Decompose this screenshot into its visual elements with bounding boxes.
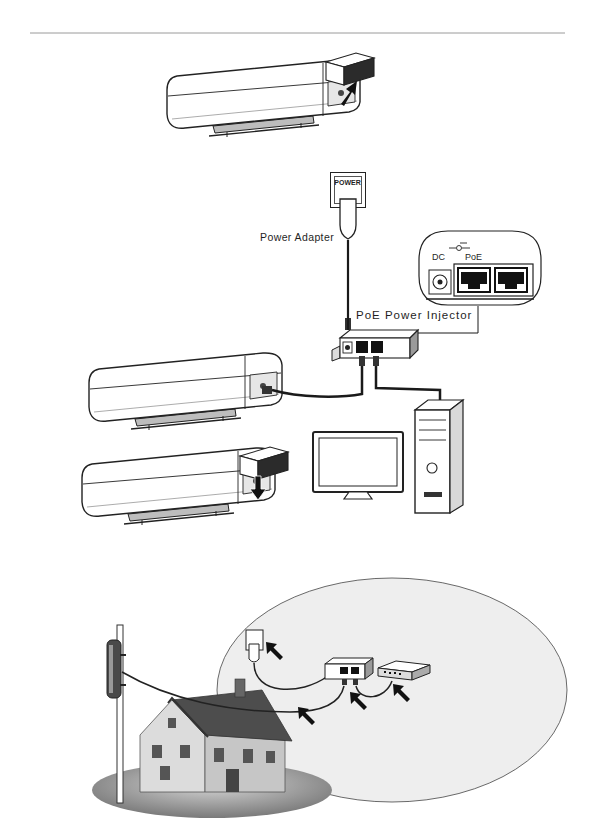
switch-ports [384, 672, 401, 674]
window [180, 745, 190, 758]
rj45-port [351, 667, 359, 674]
pole-cpe-face [109, 645, 113, 693]
port-inset-shape [419, 231, 541, 305]
part-label: Power Adapter [260, 232, 334, 243]
dc-plug [345, 318, 351, 330]
outlet-label: POWER [331, 179, 364, 186]
dc-jack-hole [345, 345, 350, 350]
port-label: DC [432, 253, 445, 262]
chimney [235, 679, 245, 697]
roof-edge [168, 698, 208, 737]
pointer-arrow [350, 692, 367, 710]
power-adapter [249, 644, 259, 662]
injector-front [340, 338, 410, 358]
power-button [427, 463, 437, 473]
injector-flange [332, 346, 340, 361]
rj45-port [356, 341, 368, 353]
cpe-device [89, 353, 282, 430]
port-frame [454, 264, 533, 296]
pole-cpe [107, 640, 121, 698]
pointer-arrow [298, 707, 315, 725]
compartment-cover [240, 447, 288, 479]
dc-jack [343, 342, 352, 353]
tower-side [450, 400, 463, 513]
header-rule [30, 33, 565, 34]
attach-arrow [250, 476, 266, 500]
house-roof [172, 690, 292, 741]
power-cable [347, 240, 349, 330]
power-adapter-shape [340, 199, 356, 239]
cable-plug [262, 386, 272, 394]
window [152, 745, 162, 758]
monitor [313, 432, 403, 492]
part-label: PoE Power Injector [356, 310, 472, 322]
window [243, 749, 253, 763]
monitor-screen [319, 438, 397, 486]
rj45-port [458, 268, 490, 292]
poe-injector [325, 664, 365, 679]
drive-bay [419, 420, 446, 440]
ethernet-cable [356, 681, 392, 697]
rj45-socket [498, 272, 524, 289]
cable-plug [359, 356, 365, 366]
ethernet-cable [122, 672, 344, 712]
window [168, 718, 176, 728]
cable-plug [353, 679, 358, 685]
rj45-socket [461, 272, 487, 289]
switch-side [412, 665, 430, 680]
window [214, 748, 224, 762]
injector-side [410, 330, 418, 358]
remove-arrow [341, 81, 357, 106]
pointer-arrow [393, 684, 410, 702]
cable-plug [373, 356, 379, 366]
port-inset-outline [418, 230, 542, 306]
leader-line [418, 306, 478, 333]
port-label: PoE [465, 253, 482, 262]
house-wall [205, 735, 285, 792]
cable-plug [342, 679, 347, 685]
window [160, 766, 170, 780]
dc-socket-pin [438, 280, 443, 285]
device-edge [426, 298, 534, 299]
polarity-symbol [457, 246, 462, 251]
port-inset: DC PoE [418, 230, 542, 306]
dc-socket [429, 270, 451, 294]
injector-side [365, 658, 373, 679]
power-adapter-outline [337, 198, 359, 240]
rj45-port [340, 667, 348, 674]
power-cable [254, 663, 328, 689]
poe-injector: PoE Power Injector [340, 330, 418, 358]
pole-clamp [120, 655, 126, 685]
door [226, 769, 239, 792]
rj45-port [495, 268, 527, 292]
ethernet-cable [376, 366, 440, 401]
window [266, 751, 275, 763]
monitor-stand [344, 492, 372, 499]
ethernet-cable [272, 366, 362, 397]
network-switch [378, 668, 412, 680]
pc-tower [415, 410, 450, 513]
pointer-arrow [266, 642, 283, 660]
power-adapter: Power Adapter [337, 198, 359, 240]
compartment-cover [326, 53, 374, 85]
dc-socket [433, 275, 447, 289]
injector-top [340, 330, 418, 338]
rj45-port [371, 341, 383, 353]
usb-slot [424, 492, 442, 497]
